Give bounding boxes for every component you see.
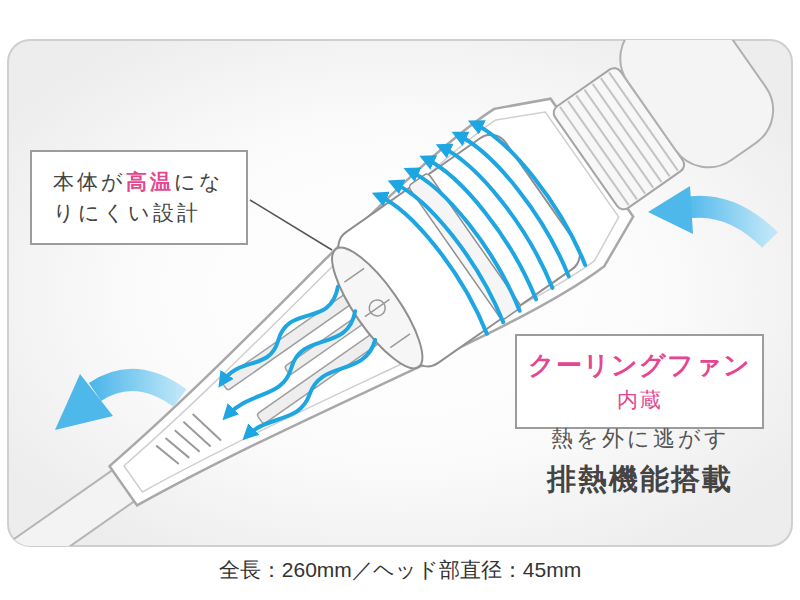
device (8, 40, 792, 546)
dimension-text: 全長：260mm／ヘッド部直径：45mm (219, 556, 581, 584)
box-text: クーリングファン (528, 347, 751, 385)
outflow-arrow (55, 374, 180, 430)
feature-box: クーリングファン内蔵 (515, 334, 764, 429)
vent-grille (153, 409, 221, 472)
leader-line (250, 200, 332, 250)
motor-face (318, 236, 437, 379)
head (605, 40, 789, 183)
box-subtext: 内蔵 (617, 385, 663, 415)
callout-box: 本体が高温になりにくい設計 (30, 150, 248, 245)
feature-heading: 排熱機能搭載 (547, 460, 733, 500)
motor-ring (408, 173, 522, 321)
airflow-intake (375, 112, 592, 339)
airflow-exhaust (203, 287, 383, 446)
box-text: 本体が高温になりにくい設計 (53, 167, 225, 228)
inflow-arrow (648, 186, 770, 240)
feature-note: 熱を外に逃がす (551, 424, 730, 454)
motor-details (342, 267, 412, 350)
